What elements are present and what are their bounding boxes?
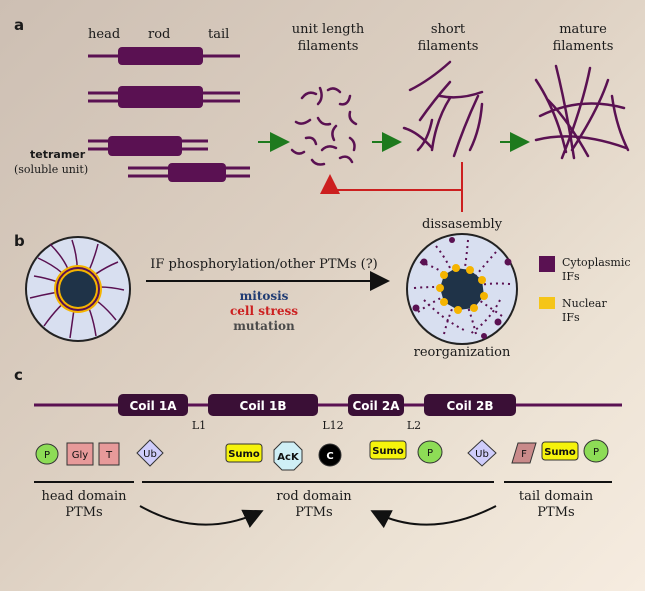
- stage2-line1: short: [431, 22, 466, 37]
- ptm-labels: P Gly T Ub Sumo AcK C Sumo P Ub F Sumo P: [44, 446, 599, 463]
- legend-nuclear-line1: Nuclear: [562, 297, 607, 310]
- linker-l1: L1: [192, 419, 206, 432]
- disassembly-arrow: [320, 162, 463, 212]
- cause-cell-stress: cell stress: [230, 304, 298, 318]
- linker-l2: L2: [407, 419, 421, 432]
- legend-cytoplasmic-line2: IFs: [562, 270, 580, 283]
- tail-domain-line2: PTMs: [537, 505, 574, 520]
- normal-cell: [25, 236, 131, 342]
- legend: Cytoplasmic IFs Nuclear IFs: [539, 256, 631, 324]
- ptm-label: P: [44, 450, 50, 461]
- ptm-phospho-head: [35, 443, 59, 465]
- ptm-label: Gly: [72, 450, 89, 461]
- ptm-transglutamination: [98, 442, 120, 466]
- tail-label: tail: [208, 27, 229, 42]
- coil-1b: [208, 394, 318, 416]
- ptm-cleavage: [318, 443, 342, 467]
- ptm-label: Sumo: [544, 447, 576, 458]
- ptm-label: AcK: [277, 452, 300, 463]
- cause-mitosis: mitosis: [240, 289, 289, 303]
- legend-cytoplasmic-line1: Cytoplasmic: [562, 256, 631, 269]
- legend-nuclear-line2: IFs: [562, 311, 580, 324]
- disassembly-label: dissasembly: [422, 217, 503, 232]
- coil-1a: [118, 394, 188, 416]
- ptm-ubiquitin-rod: [467, 439, 497, 467]
- tail-domain-line1: tail domain: [519, 489, 594, 504]
- panel-a-label: a: [14, 16, 24, 34]
- ptm-phospho-rod: [417, 440, 443, 464]
- coil-2a-label: Coil 2A: [352, 399, 400, 413]
- reorganization-label: reorganization: [414, 345, 511, 360]
- stage2-line2: filaments: [418, 39, 479, 54]
- coil-1a-label: Coil 1A: [129, 399, 177, 413]
- stage3-line2: filaments: [553, 39, 614, 54]
- unit-length-filaments: [290, 86, 358, 166]
- tetramer-sublabel: (soluble unit): [14, 163, 88, 176]
- ptm-glyco: [66, 442, 94, 466]
- stage3-line1: mature: [559, 22, 607, 37]
- ptm-label: T: [105, 450, 113, 461]
- tail-to-rod-arrow: [370, 505, 497, 529]
- head-to-rod-arrow: [139, 505, 264, 528]
- mature-filaments: [534, 64, 630, 160]
- stage1-line2: filaments: [298, 39, 359, 54]
- ptm-sumo-tail: [541, 441, 579, 461]
- ptm-label: Sumo: [228, 449, 260, 460]
- ptm-label: Ub: [475, 449, 489, 460]
- ptm-label: Ub: [143, 449, 157, 460]
- head-domain-line2: PTMs: [65, 505, 102, 520]
- coil-2b: [424, 394, 516, 416]
- coil-2b-label: Coil 2B: [447, 399, 494, 413]
- linker-l12: L12: [322, 419, 343, 432]
- legend-swatch-cytoplasmic: [539, 256, 555, 272]
- ptm-label: P: [427, 448, 433, 459]
- if-protein-domain-map: [34, 394, 622, 416]
- dimer: [88, 86, 240, 108]
- ptm-farnesyl: [511, 442, 537, 464]
- legend-swatch-nuclear: [539, 297, 555, 309]
- ptm-markers: [35, 439, 609, 471]
- ptm-label: P: [593, 447, 599, 458]
- rod-label: rod: [148, 27, 170, 42]
- ptm-sumo-rod2: [369, 440, 407, 460]
- ptm-label: Sumo: [372, 446, 404, 457]
- ptm-ubiquitin-head: [136, 439, 164, 467]
- short-filaments: [402, 60, 484, 158]
- ptm-phospho-tail: [583, 439, 609, 463]
- tetramer-label: tetramer: [30, 148, 86, 161]
- head-domain-line1: head domain: [41, 489, 127, 504]
- ptm-label: F: [521, 449, 527, 460]
- ptm-acetyl-lysine: [273, 441, 303, 471]
- ptm-arrow-label: IF phosphorylation/other PTMs (?): [150, 257, 378, 272]
- panel-b-label: b: [14, 232, 25, 250]
- ptm-label: C: [326, 451, 333, 462]
- monomer: [88, 47, 240, 65]
- panel-c-label: c: [14, 366, 23, 384]
- rod-domain-line1: rod domain: [276, 489, 352, 504]
- head-label: head: [88, 27, 120, 42]
- coil-2a: [348, 394, 404, 416]
- tetramer: [88, 136, 250, 182]
- ptm-sumo-rod1: [225, 443, 263, 463]
- coil-1b-label: Coil 1B: [240, 399, 287, 413]
- stage1-line1: unit length: [292, 22, 365, 37]
- rod-domain-line2: PTMs: [295, 505, 332, 520]
- cause-mutation: mutation: [233, 319, 295, 333]
- reorganized-cell: [406, 233, 518, 345]
